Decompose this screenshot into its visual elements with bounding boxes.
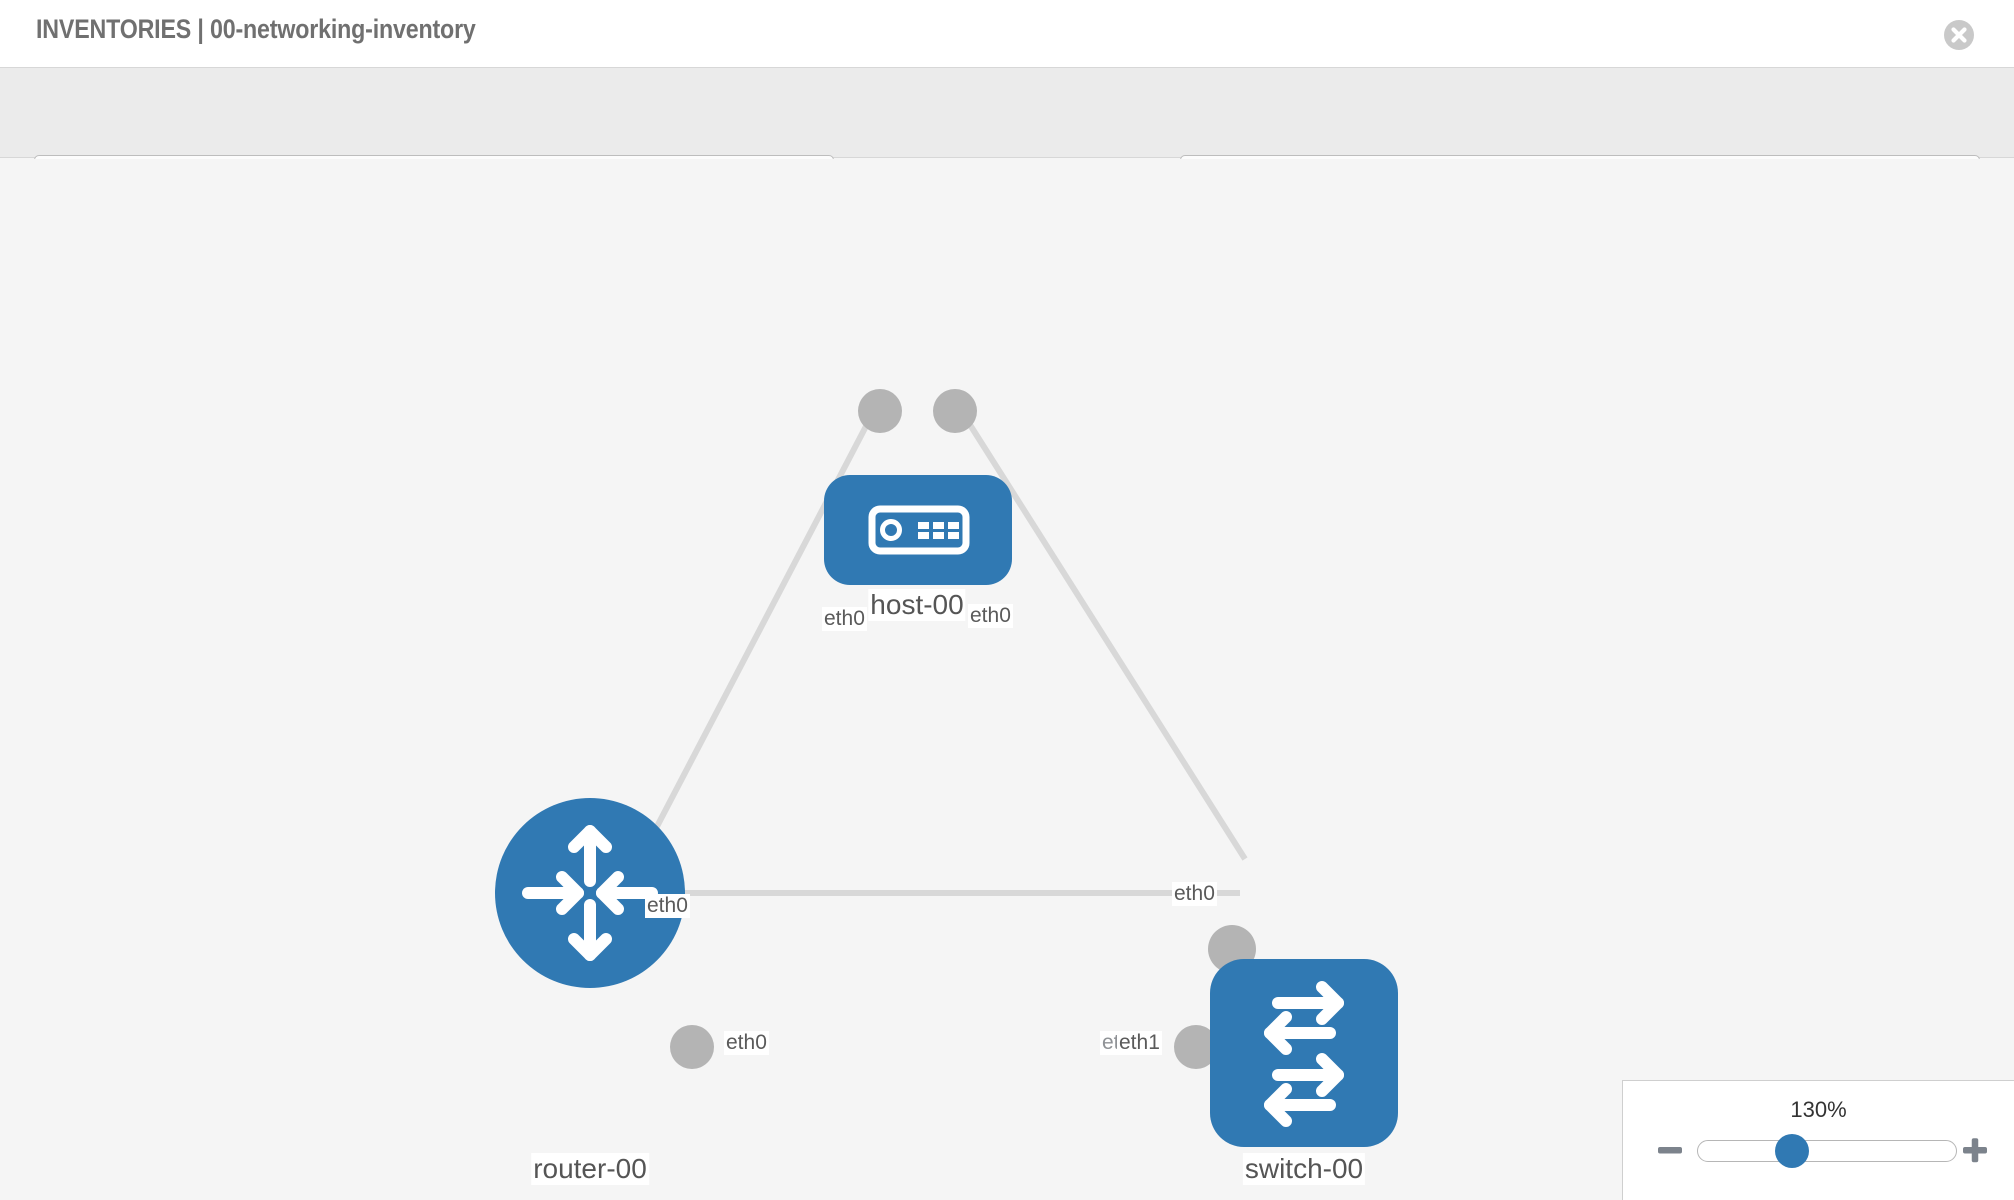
close-icon[interactable] xyxy=(1944,20,1974,50)
interface-dot-switch-west[interactable] xyxy=(1174,1025,1218,1069)
server-icon xyxy=(868,505,970,555)
iface-label-host-left: eth0 xyxy=(822,607,867,632)
topology-graph xyxy=(495,389,1398,1147)
iface-label-router-north: eth0 xyxy=(645,894,690,919)
topology-interfaces xyxy=(670,389,1256,1069)
topology-canvas[interactable]: host-00 router-00 switch-00 eth0 eth0 et… xyxy=(0,159,2014,1200)
node-label-router-00: router-00 xyxy=(531,1153,649,1186)
iface-label-switch-north: eth0 xyxy=(1172,882,1217,907)
iface-label-host-right: eth0 xyxy=(968,604,1013,629)
node-router-00[interactable] xyxy=(495,798,685,988)
node-host-00[interactable] xyxy=(824,475,1012,585)
zoom-slider-handle[interactable] xyxy=(1775,1134,1809,1168)
toolbar: ACTIONS SEARCH xyxy=(0,68,2014,207)
interface-dot-host-right[interactable] xyxy=(933,389,977,433)
edge-host-switch[interactable] xyxy=(957,407,1248,861)
page-title: INVENTORIES | 00-networking-inventory xyxy=(36,14,476,44)
node-switch-00[interactable] xyxy=(1210,959,1398,1147)
interface-dot-router-east[interactable] xyxy=(670,1025,714,1069)
zoom-slider-track[interactable] xyxy=(1697,1140,1957,1162)
interface-dot-host-left[interactable] xyxy=(858,389,902,433)
zoom-control-panel: 130% xyxy=(1622,1080,2014,1200)
iface-label-switch-west-eth1: eth1 xyxy=(1117,1031,1162,1056)
node-label-host-00: host-00 xyxy=(868,589,966,622)
router-arrows-icon xyxy=(522,825,658,961)
zoom-level-value: 130% xyxy=(1790,1097,1847,1122)
zoom-in-icon[interactable] xyxy=(1958,1133,1992,1167)
node-label-switch-00: switch-00 xyxy=(1242,1153,1366,1186)
switch-arrows-icon xyxy=(1264,981,1344,1127)
edge-host-router[interactable] xyxy=(637,407,878,861)
zoom-out-icon[interactable] xyxy=(1653,1133,1687,1167)
iface-label-router-east: eth0 xyxy=(724,1031,769,1056)
page-header: INVENTORIES | 00-networking-inventory xyxy=(0,0,2014,68)
